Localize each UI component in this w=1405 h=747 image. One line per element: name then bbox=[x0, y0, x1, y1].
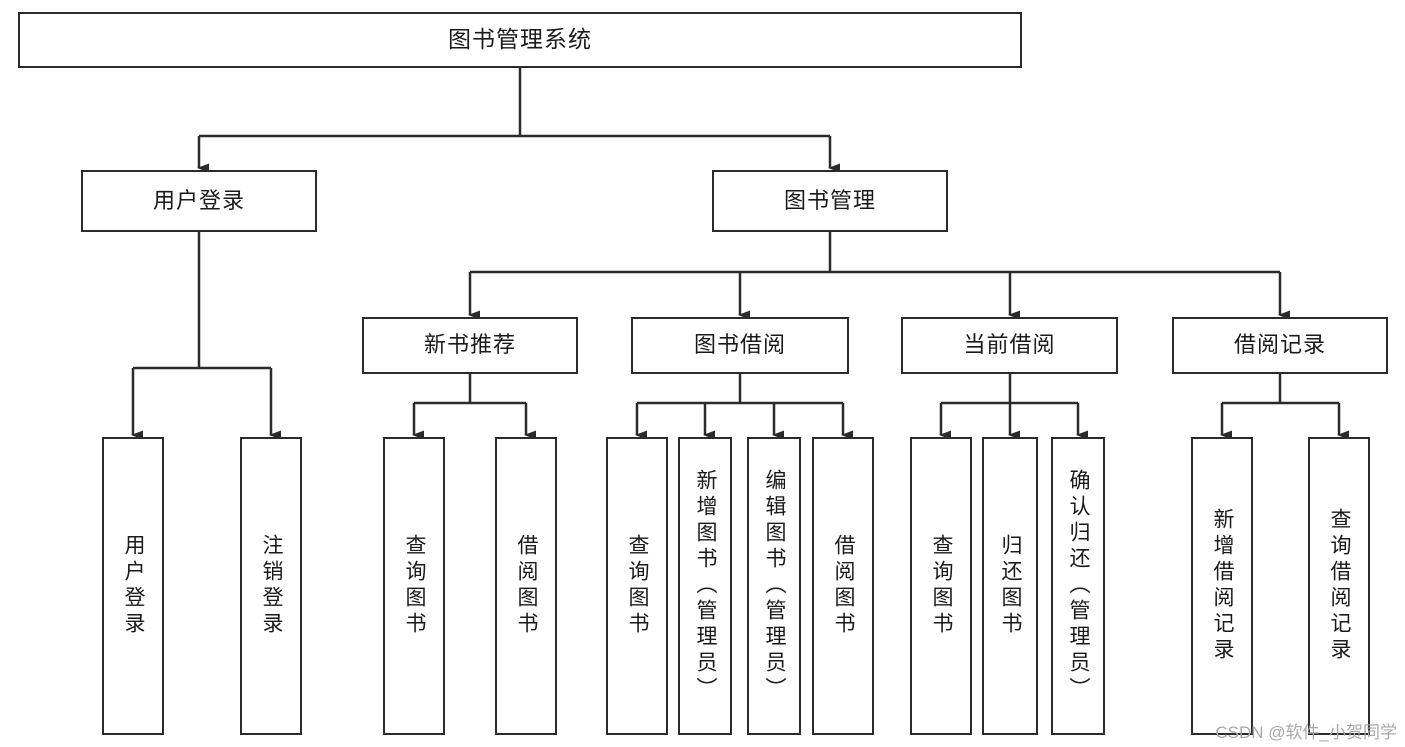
node-current-borrow[interactable]: 当前借阅 bbox=[901, 317, 1118, 374]
node-label: 编辑图书（管理员） bbox=[763, 469, 787, 703]
node-label: 当前借阅 bbox=[963, 332, 1056, 358]
node-label: 查询图书 bbox=[626, 534, 650, 638]
leaf-add-book-admin[interactable]: 新增图书（管理员） bbox=[678, 437, 732, 735]
node-label: 归还图书 bbox=[999, 534, 1023, 638]
leaf-query-borrow-record[interactable]: 查询借阅记录 bbox=[1308, 437, 1370, 735]
leaf-query-book-current[interactable]: 查询图书 bbox=[910, 437, 972, 735]
node-label: 图书管理系统 bbox=[448, 26, 592, 53]
node-new-book-recommend[interactable]: 新书推荐 bbox=[362, 317, 578, 374]
leaf-query-book-recommend[interactable]: 查询图书 bbox=[383, 437, 445, 735]
node-label: 新书推荐 bbox=[423, 332, 516, 358]
leaf-return-book[interactable]: 归还图书 bbox=[982, 437, 1038, 735]
leaf-user-login[interactable]: 用户登录 bbox=[102, 437, 164, 735]
node-label: 注销登录 bbox=[260, 534, 284, 638]
node-label: 借阅图书 bbox=[515, 534, 539, 638]
node-label: 图书借阅 bbox=[693, 332, 786, 358]
node-label: 借阅记录 bbox=[1233, 332, 1326, 358]
leaf-logout[interactable]: 注销登录 bbox=[240, 437, 302, 735]
node-label: 新增借阅记录 bbox=[1211, 508, 1235, 664]
node-book-management[interactable]: 图书管理 bbox=[712, 170, 948, 232]
node-label: 用户登录 bbox=[122, 534, 146, 638]
leaf-borrow-book[interactable]: 借阅图书 bbox=[812, 437, 874, 735]
node-label: 查询图书 bbox=[403, 534, 427, 638]
node-label: 图书管理 bbox=[783, 187, 876, 213]
node-label: 新增图书（管理员） bbox=[694, 469, 718, 703]
node-label: 借阅图书 bbox=[832, 534, 856, 638]
leaf-add-borrow-record[interactable]: 新增借阅记录 bbox=[1191, 437, 1253, 735]
node-label: 用户登录 bbox=[152, 187, 245, 213]
leaf-query-book-borrow[interactable]: 查询图书 bbox=[606, 437, 668, 735]
node-label: 查询借阅记录 bbox=[1328, 508, 1352, 664]
csdn-watermark: CSDN @软件_小贺同学 bbox=[1215, 723, 1397, 742]
node-root-system[interactable]: 图书管理系统 bbox=[18, 12, 1022, 68]
node-label: 查询图书 bbox=[930, 534, 954, 638]
leaf-edit-book-admin[interactable]: 编辑图书（管理员） bbox=[747, 437, 801, 735]
leaf-borrow-book-recommend[interactable]: 借阅图书 bbox=[495, 437, 557, 735]
node-user-login[interactable]: 用户登录 bbox=[81, 170, 317, 232]
leaf-confirm-return-admin[interactable]: 确认归还（管理员） bbox=[1051, 437, 1105, 735]
node-borrow-record[interactable]: 借阅记录 bbox=[1172, 317, 1388, 374]
node-label: 确认归还（管理员） bbox=[1067, 469, 1091, 703]
node-book-borrow[interactable]: 图书借阅 bbox=[631, 317, 849, 374]
